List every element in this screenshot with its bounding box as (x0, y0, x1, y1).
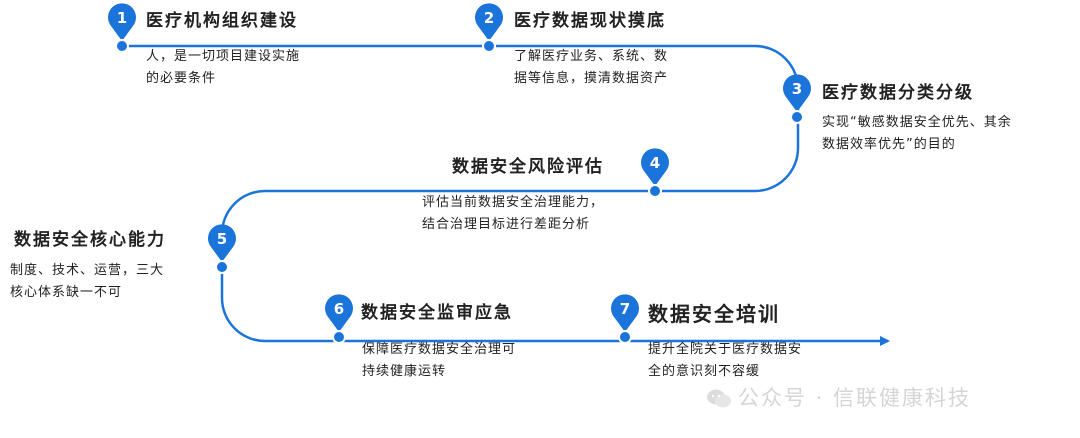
roadmap-path (122, 44, 890, 346)
map-pin-icon (208, 224, 237, 262)
step-1-desc-line-2: 的必要条件 (146, 71, 217, 86)
step-4-desc-line-1: 评估当前数据安全治理能力， (422, 195, 605, 210)
step-3-desc-line-2: 数据效率优先”的目的 (822, 137, 956, 152)
step-3-number: 3 (792, 80, 802, 98)
step-6-dot (332, 330, 346, 344)
step-1-dot (115, 39, 129, 53)
step-2-dot (482, 39, 496, 53)
step-4-desc-line-2: 结合治理目标进行差距分析 (422, 217, 591, 232)
step-3-marker: 3 (783, 74, 812, 124)
step-1-desc: 人，是一切项目建设实施 的必要条件 (146, 46, 300, 90)
map-pin-icon (641, 148, 669, 186)
step-7-desc-line-2: 全的意识刻不容缓 (648, 364, 761, 379)
step-2-desc-line-1: 了解医疗业务、系统、数 (514, 49, 669, 64)
step-4-number: 4 (650, 154, 660, 172)
step-6-title: 数据安全监审应急 (361, 303, 513, 323)
step-5-number: 5 (217, 230, 227, 248)
step-2-title: 医疗数据现状摸底 (514, 11, 666, 31)
step-5-dot (215, 260, 229, 274)
step-2-desc: 了解医疗业务、系统、数 据等信息，摸清数据资产 (514, 46, 668, 90)
step-6-desc-line-1: 保障医疗数据安全治理可 (362, 342, 517, 357)
step-7-title: 数据安全培训 (648, 302, 780, 326)
step-3-dot (790, 110, 804, 124)
step-4-title: 数据安全风险评估 (452, 157, 604, 177)
step-7-desc-line-1: 提升全院关于医疗数据安 (648, 342, 803, 357)
step-2-marker: 2 (475, 3, 504, 53)
map-pin-icon (325, 294, 353, 332)
step-4-dot (648, 184, 662, 198)
step-7-number: 7 (620, 300, 630, 318)
step-5-desc-line-2: 核心体系缺一不可 (10, 285, 123, 300)
watermark-text: 公众号 · 信联健康科技 (738, 386, 972, 410)
step-5-title: 数据安全核心能力 (14, 230, 166, 250)
step-4-marker: 4 (641, 148, 669, 198)
map-pin-icon (783, 74, 812, 112)
step-3-desc-line-1: 实现“敏感数据安全优先、其余 (822, 115, 1012, 130)
map-pin-icon (611, 294, 639, 332)
step-4-desc: 评估当前数据安全治理能力， 结合治理目标进行差距分析 (422, 192, 604, 236)
step-6-desc-line-2: 持续健康运转 (362, 364, 447, 379)
step-7-marker: 7 (611, 294, 639, 344)
step-7-desc: 提升全院关于医疗数据安 全的意识刻不容缓 (648, 339, 802, 383)
step-1-marker: 1 (108, 3, 136, 53)
step-5-desc-line-1: 制度、技术、运营，三大 (10, 263, 165, 278)
step-5-marker: 5 (208, 224, 237, 274)
step-1-number: 1 (117, 9, 127, 27)
step-1-desc-line-1: 人，是一切项目建设实施 (146, 49, 301, 64)
step-6-marker: 6 (325, 294, 353, 344)
map-pin-icon (475, 3, 504, 42)
step-7-dot (618, 330, 632, 344)
step-2-desc-line-2: 据等信息，摸清数据资产 (514, 71, 669, 86)
wechat-logo-icon (707, 389, 731, 408)
map-pin-icon (108, 3, 136, 42)
step-6-desc: 保障医疗数据安全治理可 持续健康运转 (362, 339, 516, 383)
step-5-desc: 制度、技术、运营，三大 核心体系缺一不可 (10, 260, 164, 304)
step-3-desc: 实现“敏感数据安全优先、其余 数据效率优先”的目的 (822, 112, 1012, 156)
step-2-number: 2 (484, 9, 494, 27)
step-3-title: 医疗数据分类分级 (822, 83, 974, 103)
step-6-number: 6 (334, 300, 344, 318)
step-1-title: 医疗机构组织建设 (146, 11, 298, 31)
